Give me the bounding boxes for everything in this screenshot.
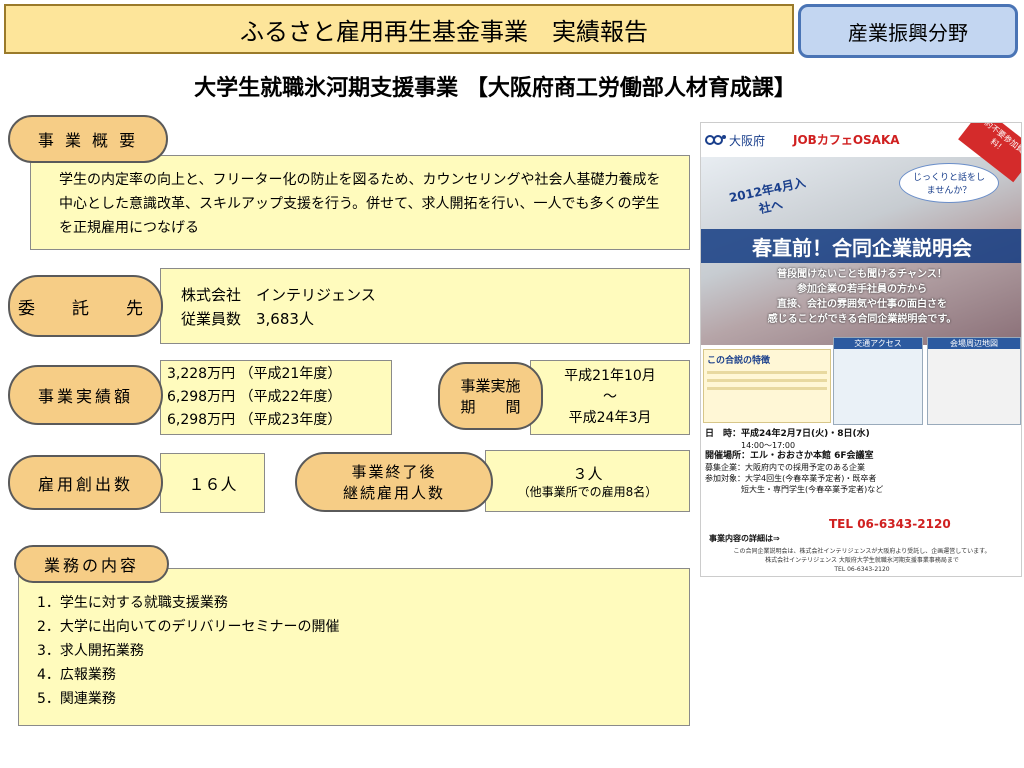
results-fy23: 6,298万円 （平成23年度） bbox=[167, 412, 342, 428]
overview-label: 事 業 概 要 bbox=[8, 115, 168, 163]
period-end: 平成24年3月 bbox=[568, 410, 652, 426]
contractor-label: 委 託 先 bbox=[8, 275, 163, 337]
poster-speech-bubble: じっくりと話をしませんか？ bbox=[899, 163, 999, 203]
period-label-line1: 事業実施 bbox=[460, 377, 521, 395]
project-subtitle: 大学生就職氷河期支援事業 【大阪府商工労働部人材育成課】 bbox=[194, 76, 796, 101]
jobs-created-label: 雇用創出数 bbox=[8, 455, 163, 510]
continued-value: ３人 bbox=[572, 465, 603, 483]
poster-headline: 春直前！合同企業説明会 bbox=[701, 229, 1021, 263]
list-item: 5．関連業務 bbox=[37, 691, 116, 707]
results-box: 3,228万円 （平成21年度） 6,298万円 （平成22年度） 6,298万… bbox=[160, 360, 392, 435]
continued-label-line1: 事業終了後 bbox=[351, 463, 437, 481]
list-item: 3．求人開拓業務 bbox=[37, 643, 144, 659]
poster-schedule-date: 日 時：平成24年2月7日(火)・8日(水) bbox=[705, 429, 870, 439]
continued-label: 事業終了後 継続雇用人数 bbox=[295, 452, 493, 512]
period-separator: ～ bbox=[603, 389, 617, 405]
continued-note: （他事業所での雇用8名） bbox=[517, 485, 658, 499]
poster-map-title: 会場周辺地図 bbox=[928, 338, 1020, 349]
poster-schedule-companies: 募集企業：大阪府内での採用予定のある企業 bbox=[705, 463, 865, 472]
poster-schedule-target2: 短大生・専門学生(今春卒業予定者)など bbox=[741, 485, 884, 494]
overview-label-text: 事 業 概 要 bbox=[37, 131, 139, 150]
poster-logo-jobcafe: JOBカフェOSAKA bbox=[793, 133, 900, 147]
tasks-label-text: 業務の内容 bbox=[43, 556, 139, 575]
poster-access-map: 交通アクセス bbox=[833, 337, 923, 425]
contractor-employees: 従業員数 3,683人 bbox=[181, 310, 314, 328]
continued-label-line2: 継続雇用人数 bbox=[342, 484, 445, 502]
header-title-bar: ふるさと雇用再生基金事業 実績報告 bbox=[4, 4, 794, 54]
poster-headline-text: 春直前！合同企業説明会 bbox=[752, 235, 972, 260]
poster-footer-line: TEL 06-6343-2120 bbox=[834, 566, 890, 573]
period-start: 平成21年10月 bbox=[564, 368, 656, 384]
poster-description: 普段聞けないことも聞けるチャンス！ 参加企業の若手社員の方から 直接、会社の雰囲… bbox=[701, 267, 1021, 327]
poster-schedule: 日 時：平成24年2月7日(火)・8日(水) 14:00～17:00 開催場所：… bbox=[705, 429, 1019, 495]
jobs-created-label-text: 雇用創出数 bbox=[37, 474, 133, 494]
poster-desc-line: 感じることができる合同企業説明会です。 bbox=[767, 314, 957, 325]
poster-schedule-time: 14:00～17:00 bbox=[741, 441, 796, 450]
results-label-text: 事業実績額 bbox=[37, 387, 133, 406]
osaka-logo-icon bbox=[705, 135, 726, 145]
list-item: 1．学生に対する就職支援業務 bbox=[37, 595, 228, 611]
poster-desc-line: 参加企業の若手社員の方から bbox=[797, 284, 927, 295]
poster-detail-link: 事業内容の詳細は⇒ bbox=[709, 534, 780, 543]
poster-schedule-venue: 開催場所：エル・おおさか本館 6F会議室 bbox=[705, 451, 874, 461]
job-fair-poster: 大阪府 JOBカフェOSAKA 予約不要参加費無料！ 2012年4月入社へ じっ… bbox=[700, 122, 1022, 577]
contractor-label-text: 委 託 先 bbox=[18, 298, 153, 319]
period-label-line2: 期 間 bbox=[460, 398, 521, 416]
period-label: 事業実施 期 間 bbox=[438, 362, 543, 430]
poster-desc-line: 直接、会社の雰囲気や仕事の面白さを bbox=[777, 299, 947, 310]
poster-features-title: この合説の特徴 bbox=[707, 356, 771, 366]
contractor-box: 株式会社 インテリジェンス 従業員数 3,683人 bbox=[160, 268, 690, 344]
tasks-label: 業務の内容 bbox=[14, 545, 169, 583]
poster-footer-line: 株式会社インテリジェンス 大阪府大学生就職氷河期支援事業事務局まで bbox=[765, 557, 959, 564]
results-fy22: 6,298万円 （平成22年度） bbox=[167, 389, 342, 405]
poster-bubble-text: じっくりと話をしませんか？ bbox=[912, 173, 985, 196]
results-label: 事業実績額 bbox=[8, 365, 163, 425]
poster-access-title: 交通アクセス bbox=[834, 338, 922, 349]
overview-text: 学生の内定率の向上と、フリーター化の防止を図るため、カウンセリングや社会人基礎力… bbox=[59, 172, 661, 236]
poster-footer: この合同企業説明会は、株式会社インテリジェンスが大阪府より受託し、企画運営してい… bbox=[701, 547, 1021, 574]
poster-tel: TEL 06-6343-2120 bbox=[829, 517, 951, 531]
overview-box: 学生の内定率の向上と、フリーター化の防止を図るため、カウンセリングや社会人基礎力… bbox=[30, 155, 690, 250]
contractor-name: 株式会社 インテリジェンス bbox=[181, 286, 376, 304]
jobs-created-box: １６人 bbox=[160, 453, 265, 513]
poster-features: この合説の特徴 bbox=[703, 349, 831, 423]
poster-schedule-target: 参加対象：大学4回生(今春卒業予定者)・既卒者 bbox=[705, 474, 877, 483]
category-badge: 産業振興分野 bbox=[798, 4, 1018, 58]
poster-logo-osaka: 大阪府 bbox=[729, 134, 766, 148]
poster-footer-line: この合同企業説明会は、株式会社インテリジェンスが大阪府より受託し、企画運営してい… bbox=[733, 548, 991, 555]
tasks-box: 1．学生に対する就職支援業務 2．大学に出向いてのデリバリーセミナーの開催 3．… bbox=[18, 568, 690, 726]
list-item: 4．広報業務 bbox=[37, 667, 116, 683]
list-item: 2．大学に出向いてのデリバリーセミナーの開催 bbox=[37, 619, 340, 635]
period-box: 平成21年10月 ～ 平成24年3月 bbox=[530, 360, 690, 435]
page-title: ふるさと雇用再生基金事業 実績報告 bbox=[240, 17, 648, 46]
continued-box: ３人 （他事業所での雇用8名） bbox=[485, 450, 690, 512]
jobs-created-value: １６人 bbox=[188, 475, 237, 494]
results-fy21: 3,228万円 （平成21年度） bbox=[167, 366, 342, 382]
poster-area-map: 会場周辺地図 bbox=[927, 337, 1021, 425]
poster-desc-line: 普段聞けないことも聞けるチャンス！ bbox=[777, 269, 947, 280]
